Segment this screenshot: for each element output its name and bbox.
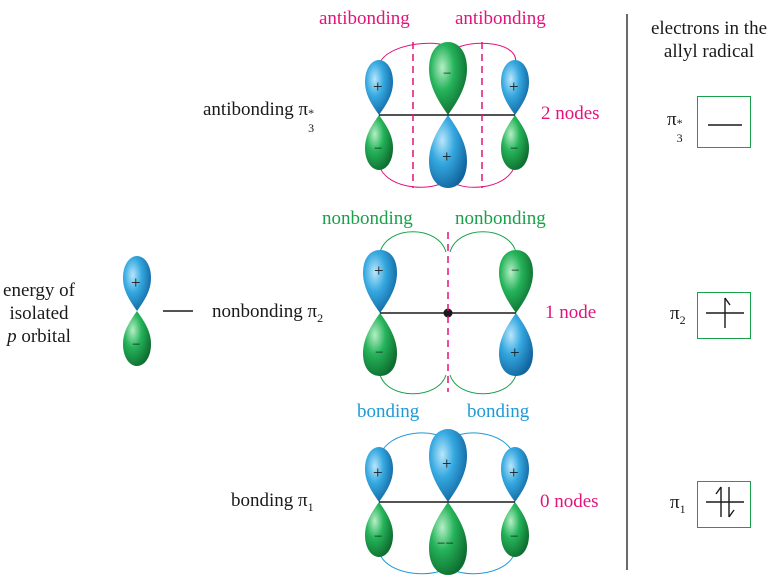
pi2-box	[697, 292, 751, 339]
antibonding-orbital	[365, 42, 529, 188]
sign: +	[442, 454, 452, 473]
nonbonding-orbital	[363, 231, 533, 395]
level-name-nonbonding: nonbonding π2	[212, 301, 324, 325]
sign: +	[442, 147, 452, 166]
pi1-label: π1	[670, 492, 686, 516]
sign: −	[443, 66, 452, 82]
sign: −	[374, 141, 383, 157]
pi2-label: π2	[670, 303, 686, 327]
isolated-p-orbital	[123, 256, 193, 366]
phase-label: bonding	[357, 401, 420, 422]
sign: +	[373, 77, 383, 96]
node-count: 2 nodes	[541, 103, 600, 124]
sign: −	[511, 263, 520, 279]
sign: −	[132, 337, 141, 353]
sign: −	[510, 141, 519, 157]
node-count: 1 node	[545, 302, 597, 323]
sign: −−	[437, 536, 454, 552]
sign: +	[373, 463, 383, 482]
sign: +	[131, 273, 141, 292]
pi1-box	[697, 481, 751, 528]
phase-label: antibonding	[319, 8, 410, 29]
sign: +	[509, 463, 519, 482]
sign: −	[374, 529, 383, 545]
pi3-box	[697, 96, 751, 148]
level-name-antibonding: antibonding π*3	[203, 99, 315, 135]
node-count: 0 nodes	[540, 491, 599, 512]
sign: −	[375, 345, 384, 361]
phase-label: nonbonding	[322, 208, 413, 229]
electrons-header: electrons in the allyl radical	[650, 18, 768, 62]
sign: +	[374, 261, 384, 280]
phase-label: antibonding	[455, 8, 546, 29]
sign: +	[510, 343, 520, 362]
sign: −	[510, 529, 519, 545]
sign: +	[509, 77, 519, 96]
bonding-orbital	[365, 429, 529, 575]
level-name-bonding: bonding π1	[231, 490, 314, 514]
isolated-orbital-label: energy of isolated p orbital	[3, 280, 75, 347]
pi3-label: π*3	[667, 109, 683, 145]
phase-label: bonding	[467, 401, 530, 422]
phase-label: nonbonding	[455, 208, 546, 229]
